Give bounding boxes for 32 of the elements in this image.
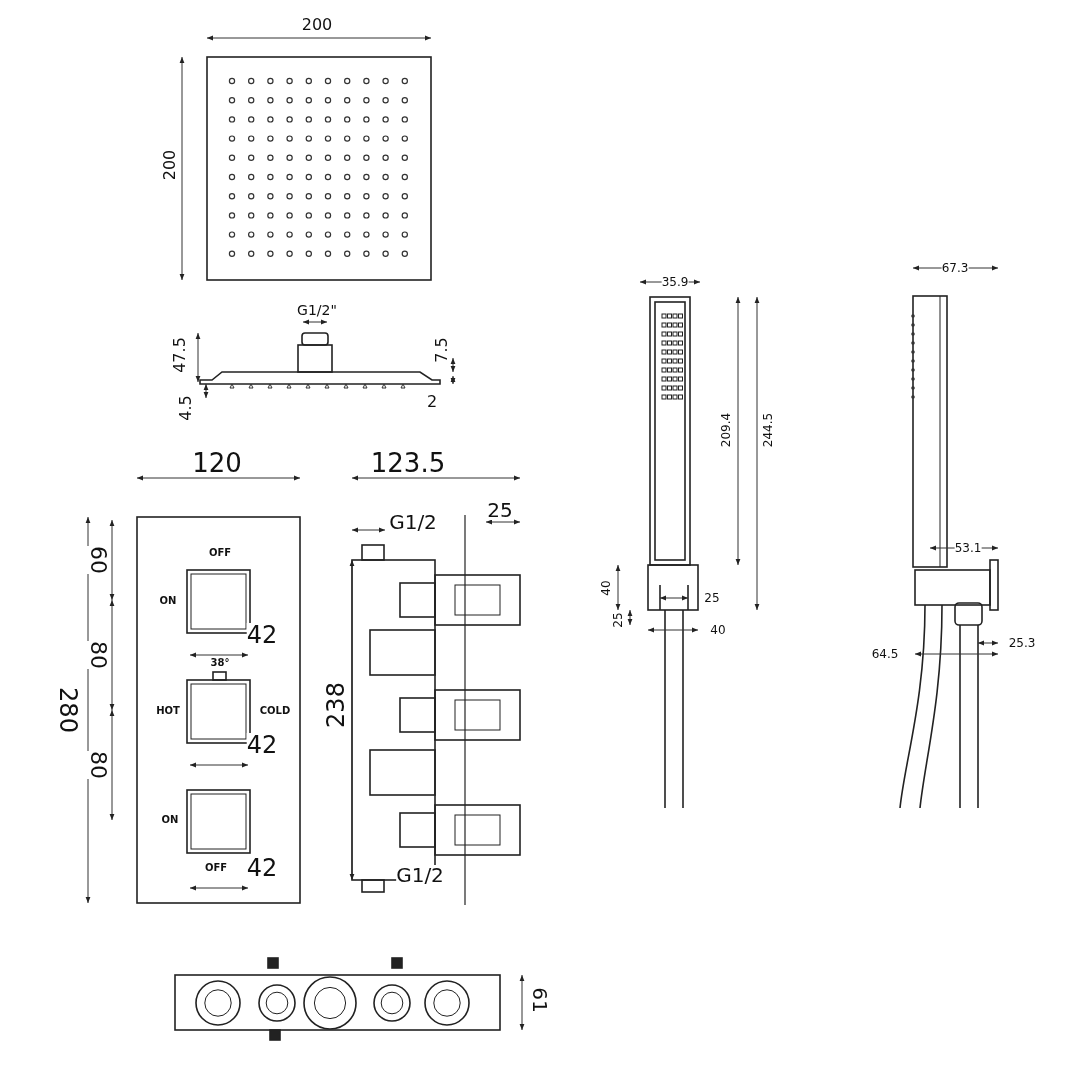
- dimension-value: 60: [87, 546, 109, 574]
- dimension-value: 2: [426, 394, 438, 410]
- dimension-value: 25.3: [1008, 637, 1036, 649]
- dimension-value: 40: [710, 624, 726, 636]
- dimension-value: 61: [530, 987, 550, 1013]
- dimension-value: 25: [487, 500, 513, 520]
- dimension-value: 47.5: [172, 337, 188, 373]
- dimension-value: 25: [612, 612, 624, 628]
- dimension-value: 64.5: [871, 648, 899, 660]
- position-label: OFF: [204, 863, 228, 873]
- dimension-value: 209.4: [720, 412, 732, 448]
- position-label: ON: [159, 596, 177, 606]
- thread-size: G1/2: [396, 865, 444, 885]
- dimension-value: 67.3: [941, 262, 969, 274]
- angle-value: 38°: [210, 658, 230, 668]
- position-label: OFF: [208, 548, 232, 558]
- position-label: ON: [161, 815, 179, 825]
- dimension-value: 244.5: [762, 412, 774, 448]
- dimension-value: 35.9: [661, 276, 689, 288]
- dimension-value: 25: [704, 592, 720, 604]
- dimension-value: 4.5: [178, 395, 194, 421]
- dimension-value: 200: [162, 149, 178, 181]
- dimension-value: 80: [87, 641, 109, 669]
- thread-size: G1/2": [297, 303, 337, 317]
- dimension-value: 80: [87, 751, 109, 779]
- position-label: HOT: [156, 706, 180, 716]
- thread-size: G1/2: [389, 512, 437, 532]
- dimension-value: 53.1: [954, 542, 982, 554]
- dimension-value: 200: [301, 17, 333, 33]
- dimension-value: 7.5: [434, 337, 450, 363]
- dimension-value: 40: [600, 580, 612, 596]
- position-label: COLD: [259, 706, 291, 716]
